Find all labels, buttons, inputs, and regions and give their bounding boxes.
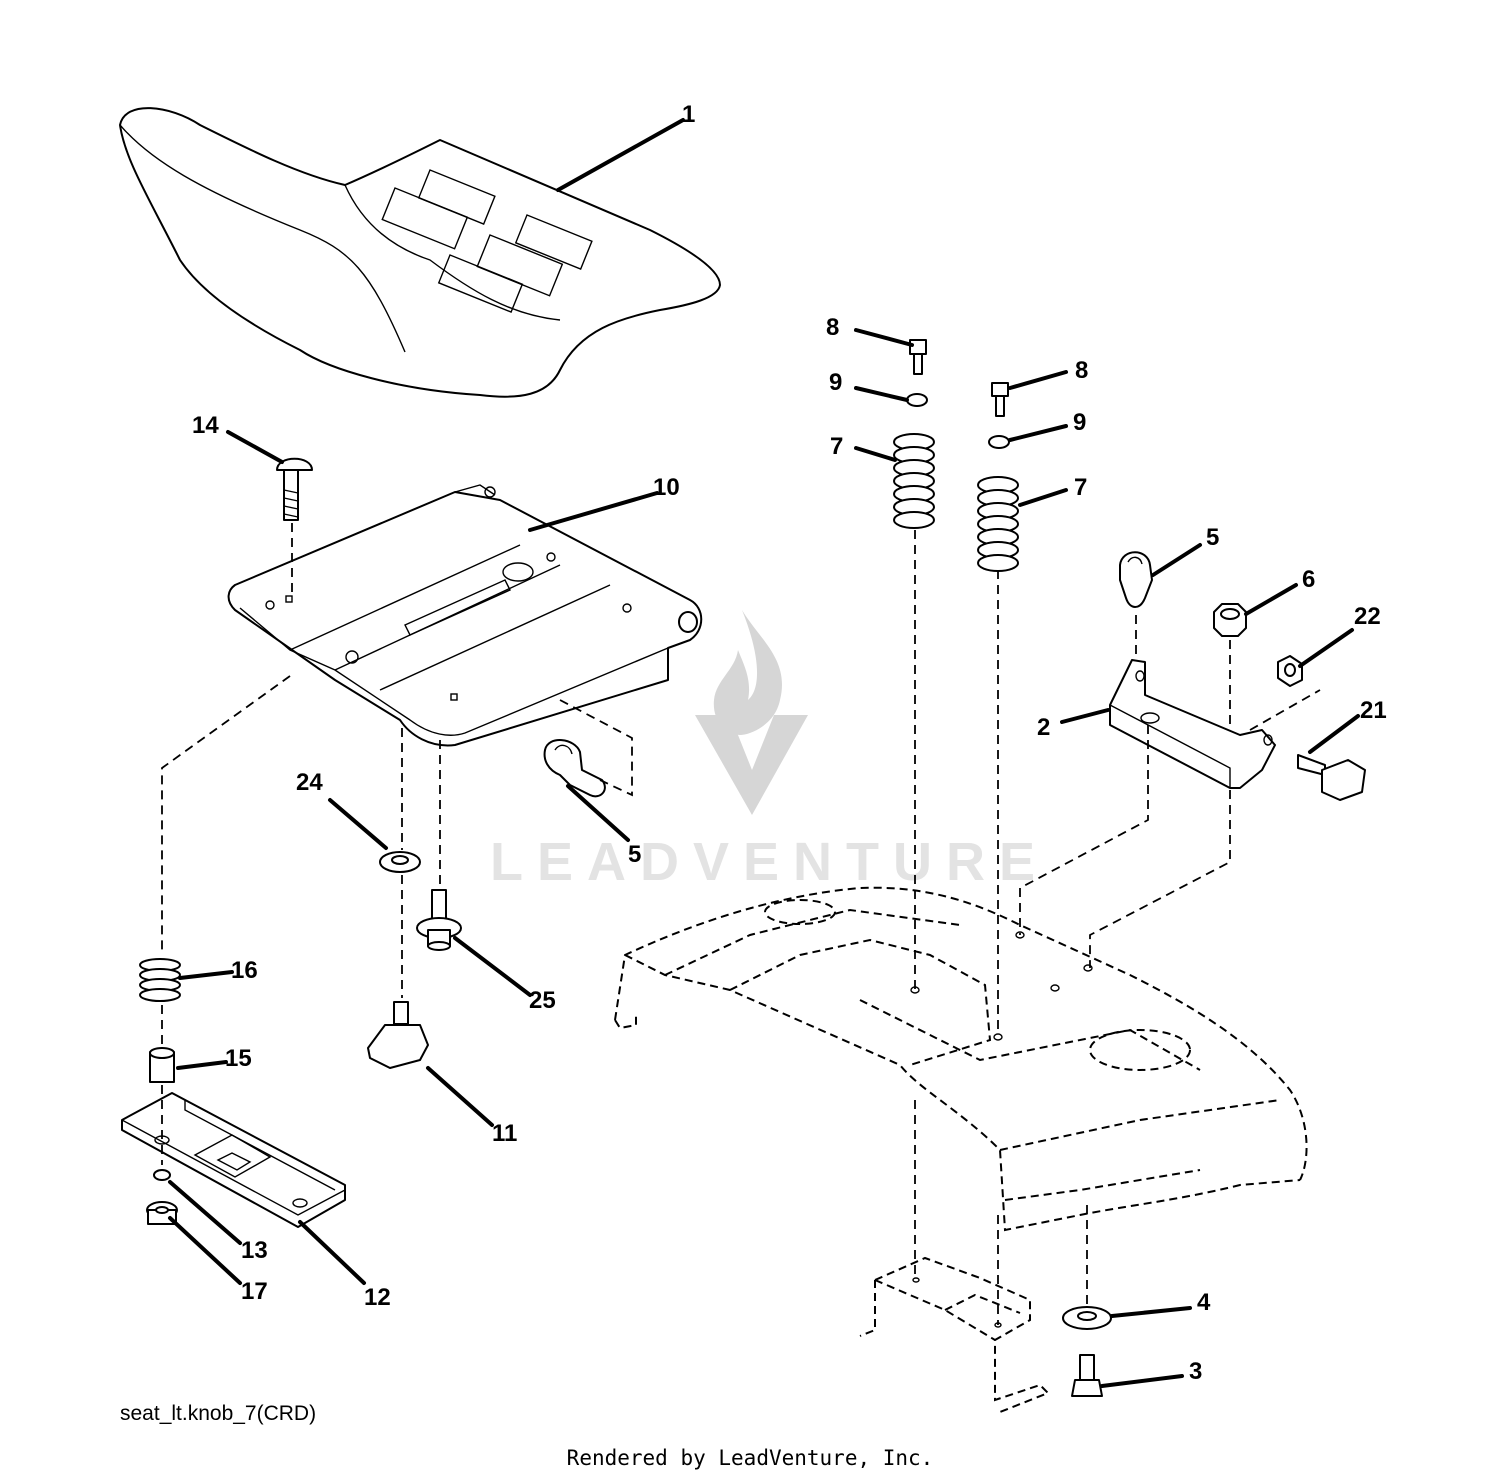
callout-12: 12 [364,1284,391,1311]
callout-25: 25 [529,987,556,1014]
callout-2: 2 [1037,714,1050,741]
part-seat [119,107,721,398]
part-spring-7-left [893,433,935,529]
part-bolt-3 [1071,1354,1103,1397]
callout-9-right: 9 [1073,409,1086,436]
part-bolt-8-right [991,382,1009,417]
part-washer-9-left [906,393,928,407]
part-spring-7-right [977,476,1019,572]
part-shoulder-bolt [416,889,462,951]
callout-8-left: 8 [826,314,839,341]
callout-15: 15 [225,1045,252,1072]
part-bolt-21 [1297,754,1366,801]
part-bracket-2 [1109,659,1276,789]
callout-24: 24 [296,769,323,796]
assembly-lines [161,523,1321,1325]
leader-lines [168,118,1360,1388]
callout-11: 11 [492,1120,517,1147]
watermark-v-icon [695,715,808,815]
callout-9-left: 9 [829,369,842,396]
part-carriage-bolt [276,457,313,521]
part-seat-pan [227,484,703,747]
callout-6: 6 [1302,566,1315,593]
part-washer-9-right [988,435,1010,449]
callout-17: 17 [241,1278,268,1305]
part-clip-left [543,739,606,798]
callout-7-right: 7 [1074,474,1087,501]
part-knob [367,1001,429,1069]
part-mount-plate [121,1092,346,1228]
callout-7-left: 7 [830,433,843,460]
part-nut-17 [146,1201,178,1225]
callout-5-right: 5 [1206,524,1219,551]
callout-16: 16 [231,957,258,984]
watermark-text: LEADVENTURE [490,832,1049,892]
callout-4: 4 [1197,1289,1211,1316]
watermark-flame-icon [713,610,782,735]
callout-22: 22 [1354,603,1381,630]
part-clip-right [1119,551,1153,608]
part-frame-reference [614,886,1308,1413]
render-credit: Rendered by LeadVenture, Inc. [566,1446,934,1470]
callout-3: 3 [1189,1358,1202,1385]
part-washer-4 [1062,1306,1112,1330]
part-spring-16 [139,958,181,1002]
callout-1: 1 [682,101,695,128]
callout-numbers: 1 14 10 24 5 16 25 15 11 13 17 12 8 9 7 … [192,101,1387,1385]
part-washer-24 [379,851,421,873]
callout-8-right: 8 [1075,357,1088,384]
part-bolt-8-left [909,339,927,375]
part-nut-22 [1277,655,1303,687]
callout-14: 14 [192,412,219,439]
callout-13: 13 [241,1237,268,1264]
callout-10: 10 [653,474,680,501]
part-nut-6 [1213,603,1247,637]
diagram-filename: seat_lt.knob_7(CRD) [120,1402,317,1425]
callout-21: 21 [1360,697,1387,724]
part-spacer [149,1047,175,1083]
part-washer-13 [153,1169,171,1181]
watermark: LEADVENTURE [490,610,1049,892]
callout-5-left: 5 [628,841,641,868]
